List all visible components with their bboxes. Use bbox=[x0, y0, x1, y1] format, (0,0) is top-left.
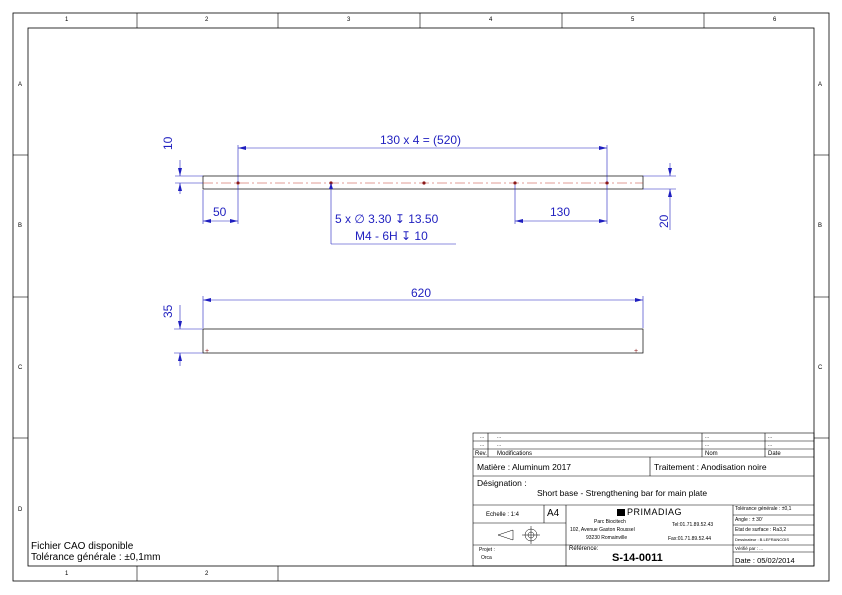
col-label: 4 bbox=[489, 17, 493, 23]
col-label: 1 bbox=[65, 571, 69, 577]
reference-label: Référence: bbox=[569, 546, 599, 552]
row-label: A bbox=[18, 82, 23, 88]
paper-format: A4 bbox=[547, 508, 560, 519]
tolerance-note: Tolérance générale : ±0,1mm bbox=[31, 552, 161, 563]
svg-text:+: + bbox=[205, 348, 209, 355]
general-tolerance: Tolérance générale : ±0,1 bbox=[735, 506, 792, 512]
col-label: 2 bbox=[205, 17, 209, 23]
surface-finish: Etat de surface : Ra3,2 bbox=[735, 527, 787, 533]
material: Matière : Aluminum 2017 bbox=[477, 462, 572, 472]
row-label: A bbox=[818, 82, 823, 88]
company-name: PRIMADIAG bbox=[627, 507, 683, 517]
reference-number: S-14-0011 bbox=[612, 552, 663, 564]
rev-cell: ... bbox=[480, 442, 485, 448]
date-cell: ... bbox=[768, 442, 773, 448]
dimension-height-10: 10 bbox=[161, 136, 175, 150]
thread-callout: M4 - 6H ↧ 10 bbox=[355, 229, 428, 243]
row-label: B bbox=[818, 223, 823, 229]
row-label: C bbox=[18, 365, 23, 371]
project-name: Orca bbox=[481, 555, 492, 561]
row-label: B bbox=[18, 223, 23, 229]
rev-cell: ... bbox=[480, 434, 485, 440]
address-line: 93230 Romainville bbox=[586, 535, 628, 541]
dimension-width-35: 35 bbox=[161, 304, 175, 318]
projection-symbol bbox=[497, 526, 540, 544]
designation-label: Désignation : bbox=[477, 478, 527, 488]
date-header: Date bbox=[768, 451, 781, 457]
dimension-hole-spacing: 130 x 4 = (520) bbox=[380, 133, 462, 147]
col-label: 2 bbox=[205, 571, 209, 577]
cad-note: Fichier CAO disponible bbox=[31, 541, 134, 552]
dimension-length-620: 620 bbox=[411, 286, 432, 300]
mod-header: Modifications bbox=[497, 451, 533, 457]
address-line: Parc Biocitech bbox=[594, 519, 626, 525]
col-label: 1 bbox=[65, 17, 69, 23]
row-label: D bbox=[18, 507, 23, 513]
scale: Echelle : 1:4 bbox=[486, 512, 520, 518]
mod-cell: ... bbox=[497, 434, 502, 440]
row-label: C bbox=[818, 365, 823, 371]
col-label: 5 bbox=[631, 17, 635, 23]
svg-text:+: + bbox=[634, 348, 638, 355]
col-label: 3 bbox=[347, 17, 351, 23]
project-label: Projet : bbox=[479, 547, 495, 553]
nom-cell: ... bbox=[705, 442, 710, 448]
dimension-height-20: 20 bbox=[657, 214, 671, 228]
nom-cell: ... bbox=[705, 434, 710, 440]
fax: Fax:01.71.89.52.44 bbox=[668, 536, 712, 542]
dimension-offset-50: 50 bbox=[213, 205, 227, 219]
address-line: 102, Avenue Gaston Roussel bbox=[570, 527, 635, 533]
dimension-pitch-130: 130 bbox=[550, 205, 571, 219]
date-cell: ... bbox=[768, 434, 773, 440]
draftsman: Dessinateur : B.LEFRANCOIS bbox=[735, 537, 790, 542]
nom-header: Nom bbox=[705, 451, 718, 457]
phone: Tel:01.71.89.52.43 bbox=[672, 522, 714, 528]
col-label: 6 bbox=[773, 17, 777, 23]
treatment: Traitement : Anodisation noire bbox=[654, 462, 767, 472]
designation: Short base - Strengthening bar for main … bbox=[537, 488, 708, 498]
angle-tolerance: Angle : ± 30' bbox=[735, 517, 763, 523]
rev-header: Rev. bbox=[475, 451, 487, 457]
company-logo-icon bbox=[617, 509, 625, 516]
drawing-date: Date : 05/02/2014 bbox=[735, 556, 795, 565]
verified-by: Vérifié par : ... bbox=[735, 546, 764, 551]
mod-cell: ... bbox=[497, 442, 502, 448]
hole-callout: 5 x ∅ 3.30 ↧ 13.50 bbox=[335, 212, 439, 226]
